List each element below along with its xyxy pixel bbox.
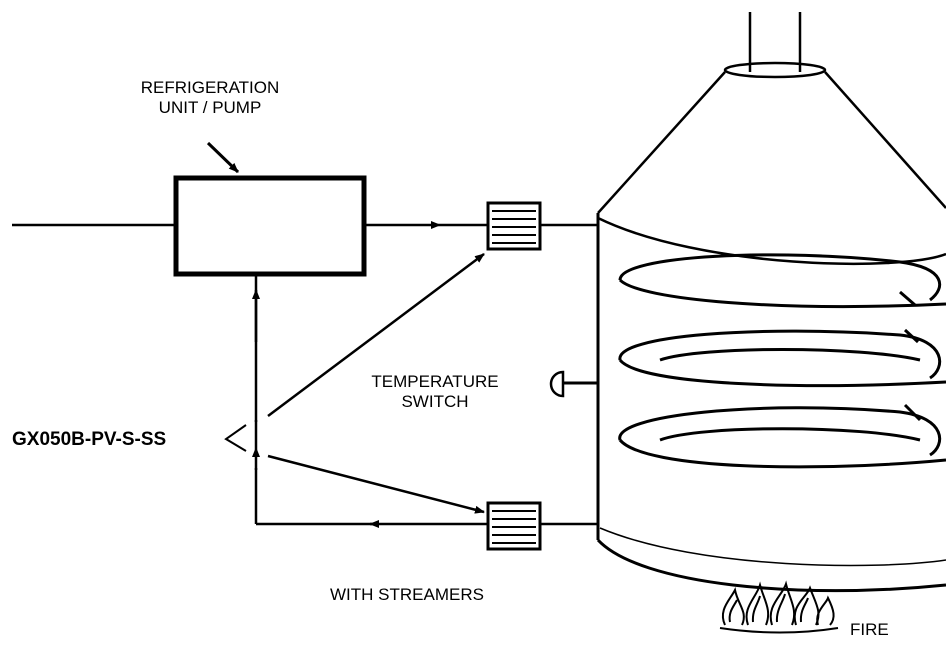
temperature-switch-label-line1: TEMPERATURE [371, 372, 499, 391]
refrigeration-unit-box [173, 175, 367, 277]
part-number-label: GX050B-PV-S-SS [12, 429, 167, 450]
with-streamers-label: WITH STREAMERS [330, 585, 484, 604]
refrigeration-unit-label-line1: REFRIGERATION [140, 78, 280, 97]
cooling-coil [618, 253, 946, 469]
upper-vortex-cooler [486, 201, 542, 251]
hood-right-edge [824, 71, 946, 209]
vessel-bottom [596, 538, 946, 593]
refrigeration-unit-label-line2: UNIT / PUMP [158, 98, 262, 117]
stack-opening [723, 61, 827, 79]
refrigeration-unit-label: REFRIGERATION UNIT / PUMP [110, 78, 310, 118]
temperature-switch-label: TEMPERATURE SWITCH [340, 372, 530, 412]
hood-left-edge [597, 71, 726, 214]
temperature-switch-label-line2: SWITCH [401, 392, 469, 411]
temperature-switch-bulb [549, 370, 565, 398]
lower-vortex-cooler [486, 501, 542, 551]
vessel-bottom-inner [599, 527, 946, 567]
part-number-bracket [224, 424, 247, 452]
pointer-to-lower-cooler [267, 454, 485, 514]
unit-label-pointer [206, 141, 240, 174]
fire-label: FIRE [850, 620, 889, 639]
fire-icon [719, 580, 839, 634]
pointer-to-upper-cooler [267, 253, 485, 417]
hood-rim [597, 216, 946, 266]
